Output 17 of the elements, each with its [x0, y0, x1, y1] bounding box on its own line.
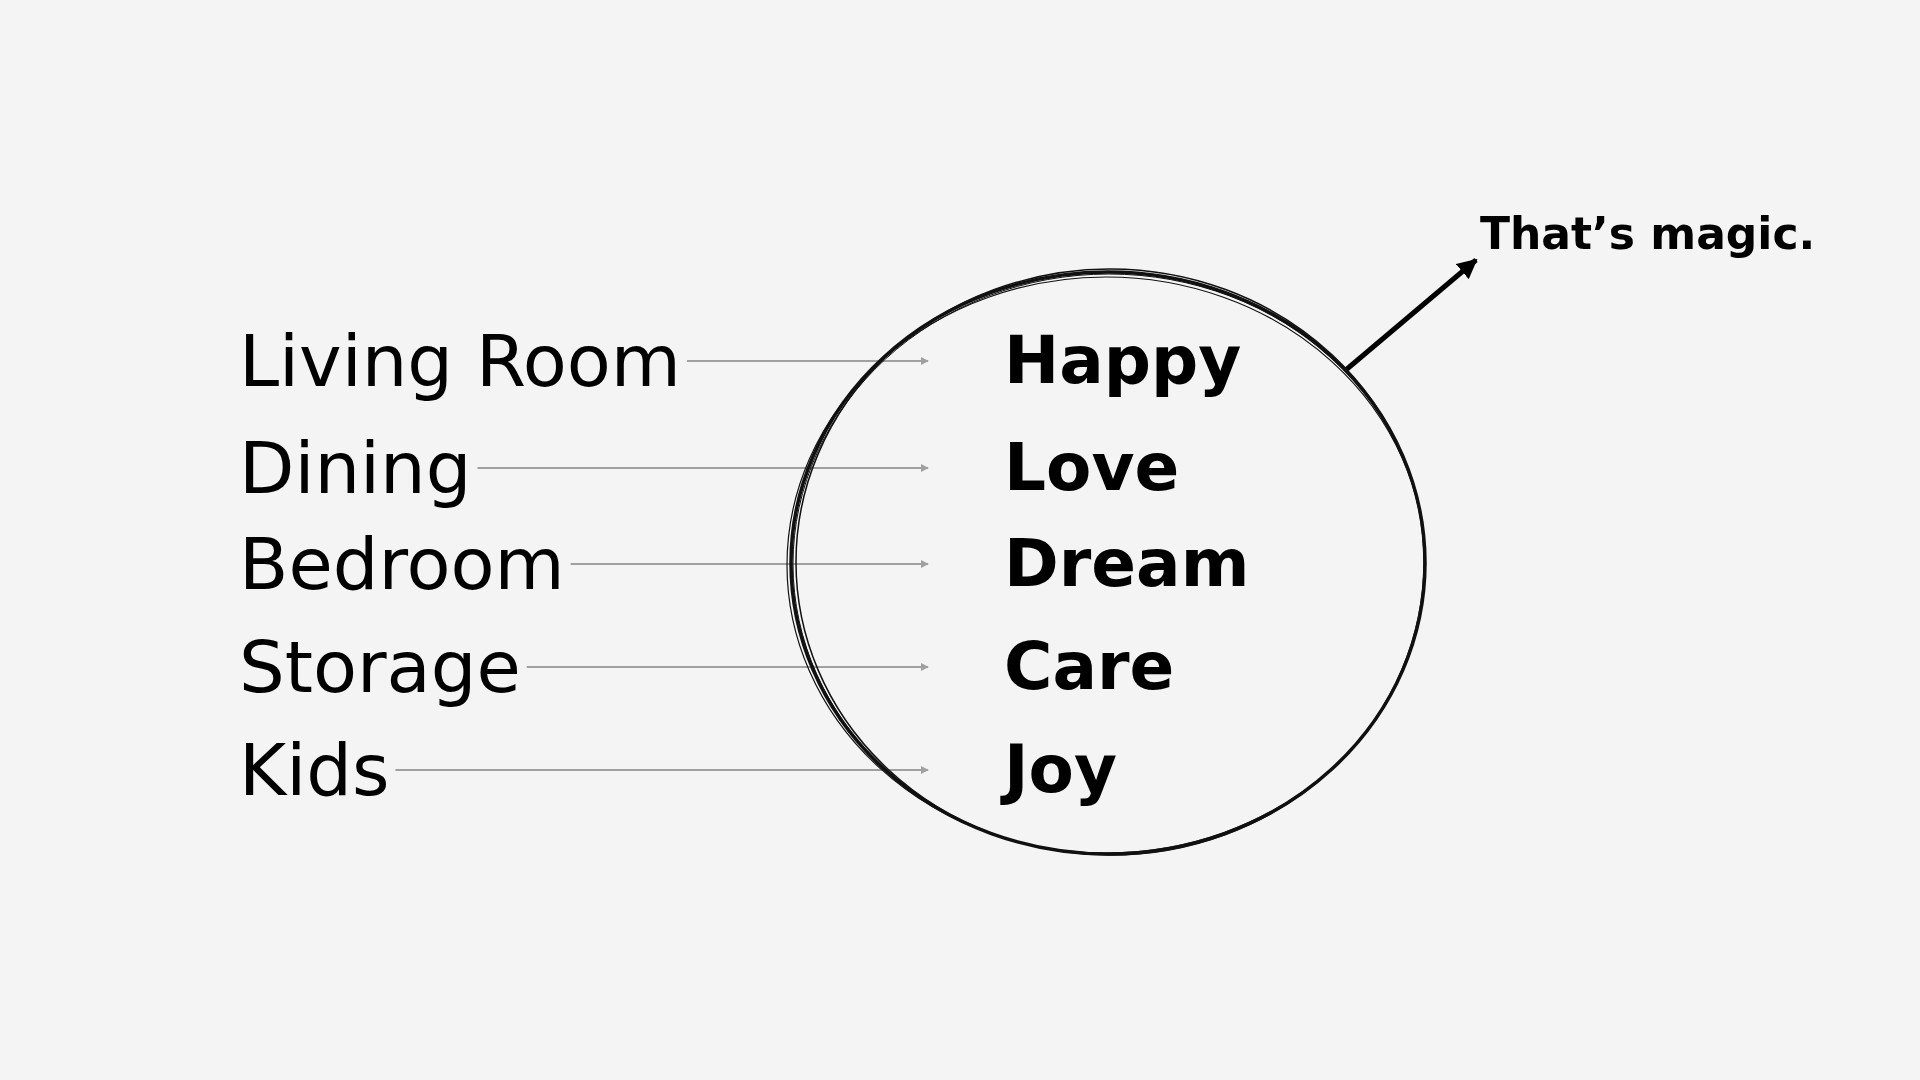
arrow	[394, 766, 929, 774]
feeling-word: Care	[928, 622, 1328, 712]
arrow	[476, 464, 929, 472]
room-label: Living Room	[239, 316, 681, 406]
tagline-text: That’s magic.	[1480, 206, 1840, 262]
arrow	[525, 663, 929, 671]
feeling-word: Happy	[928, 316, 1328, 406]
room-label: Storage	[239, 622, 521, 712]
feeling-word: Dream	[928, 519, 1328, 609]
arrow	[569, 560, 929, 568]
arrow	[686, 357, 929, 365]
feeling-word: Love	[928, 423, 1328, 513]
arrow	[1343, 258, 1478, 373]
room-label: Dining	[239, 423, 472, 513]
room-label: Bedroom	[239, 519, 565, 609]
feeling-word: Joy	[928, 725, 1328, 815]
room-label: Kids	[239, 725, 390, 815]
